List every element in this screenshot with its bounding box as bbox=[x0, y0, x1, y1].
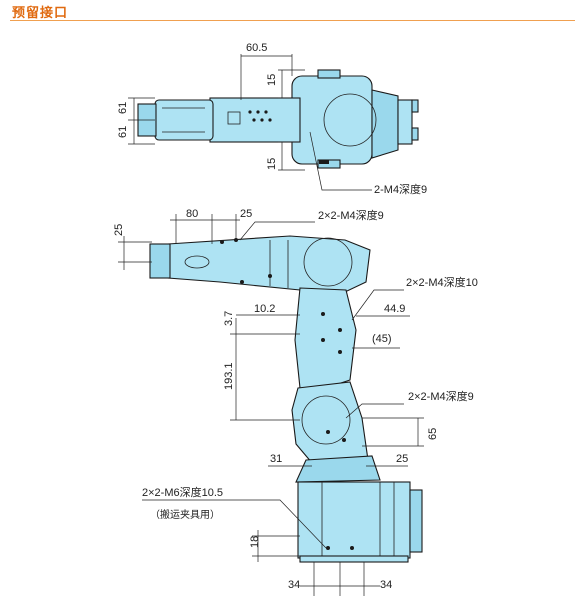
dim-10-2: 10.2 bbox=[254, 303, 275, 315]
dim-line-18 bbox=[252, 530, 300, 562]
callout-2x2-m4-9-lower: 2×2-M4深度9 bbox=[408, 389, 474, 403]
dim-line-15-bottom bbox=[278, 141, 305, 171]
dim-25-lower: 25 bbox=[396, 453, 408, 465]
side-forearm-lines bbox=[269, 240, 289, 288]
leader-2x2-m4-9-top bbox=[239, 221, 315, 241]
top-view-wrist-lines bbox=[162, 107, 205, 133]
top-view: 60.5 15 15 61 61 2-M4深度9 bbox=[117, 42, 427, 196]
leader-m6 bbox=[142, 499, 327, 549]
dim-line-65 bbox=[362, 417, 424, 447]
dim-31: 31 bbox=[270, 453, 282, 465]
side-base-lines bbox=[321, 482, 395, 558]
dim-25-top: 25 bbox=[240, 208, 252, 220]
dim-line-60-5 bbox=[240, 54, 293, 100]
side-base bbox=[297, 481, 411, 559]
callout-m6: 2×2-M6深度10.5 bbox=[142, 485, 223, 499]
side-shoulder-circle bbox=[301, 395, 351, 445]
dim-25-left: 25 bbox=[113, 224, 125, 236]
top-view-top-tab bbox=[317, 69, 341, 79]
title-underline bbox=[10, 20, 575, 21]
dim-34-left: 34 bbox=[288, 579, 300, 591]
top-view-m4-hole bbox=[319, 160, 329, 164]
callout-2x2-m4-9-top: 2×2-M4深度9 bbox=[318, 208, 384, 222]
side-turret bbox=[295, 455, 381, 483]
callout-2x2-m4-10: 2×2-M4深度10 bbox=[406, 275, 478, 289]
callout-m4-9-top: 2-M4深度9 bbox=[374, 182, 427, 196]
leader-2x2-m4-9-lower bbox=[345, 403, 404, 419]
dim-193-1: 193.1 bbox=[223, 362, 235, 390]
dim-65: 65 bbox=[427, 428, 439, 440]
side-forearm bbox=[167, 235, 371, 293]
dim-line-25-left bbox=[118, 236, 152, 270]
top-view-wrist bbox=[154, 99, 214, 141]
side-elbow-circle bbox=[303, 237, 353, 287]
dim-3-7: 3.7 bbox=[223, 311, 235, 326]
leader-m4-9-top bbox=[309, 131, 372, 191]
dim-80: 80 bbox=[186, 208, 198, 220]
callout-m6-note: （搬运夹具用） bbox=[150, 508, 220, 521]
dim-45-ref: (45) bbox=[372, 333, 392, 345]
top-view-joint-circle bbox=[323, 93, 377, 147]
page-title: 预留接口 bbox=[12, 5, 69, 20]
dim-line-61 bbox=[128, 97, 155, 145]
dim-44-9: 44.9 bbox=[384, 303, 405, 315]
dim-line-34 bbox=[300, 562, 380, 596]
side-upper-arm bbox=[294, 287, 357, 391]
top-view-connector-pin-a bbox=[411, 99, 419, 113]
dim-15-bottom: 15 bbox=[266, 158, 278, 170]
dim-15-top: 15 bbox=[266, 74, 278, 86]
top-view-base-side bbox=[371, 89, 399, 159]
dim-line-80-25 bbox=[170, 214, 240, 244]
leader-2x2-m4-10 bbox=[351, 289, 404, 321]
side-view: 25 80 25 2×2-M4深度9 2×2-M4深度10 10.2 44.9 … bbox=[113, 208, 478, 596]
side-base-foot bbox=[299, 555, 409, 563]
top-view-connector-pin-b bbox=[411, 127, 419, 141]
dim-61-a: 61 bbox=[117, 102, 129, 114]
dim-line-10-2 bbox=[235, 314, 300, 420]
dim-18: 18 bbox=[249, 536, 261, 548]
top-view-connector bbox=[397, 99, 413, 145]
side-base-connector bbox=[409, 489, 423, 553]
dim-line-15-top bbox=[278, 69, 305, 99]
dim-61-b: 61 bbox=[117, 126, 129, 138]
side-holes bbox=[220, 238, 354, 550]
dim-60-5: 60.5 bbox=[246, 42, 267, 54]
top-view-plate bbox=[227, 111, 241, 125]
top-view-holes bbox=[248, 110, 272, 122]
side-flange bbox=[149, 243, 171, 279]
dim-34-right: 34 bbox=[380, 579, 392, 591]
side-wrist-oval bbox=[184, 255, 210, 269]
top-view-base-body bbox=[291, 75, 373, 165]
